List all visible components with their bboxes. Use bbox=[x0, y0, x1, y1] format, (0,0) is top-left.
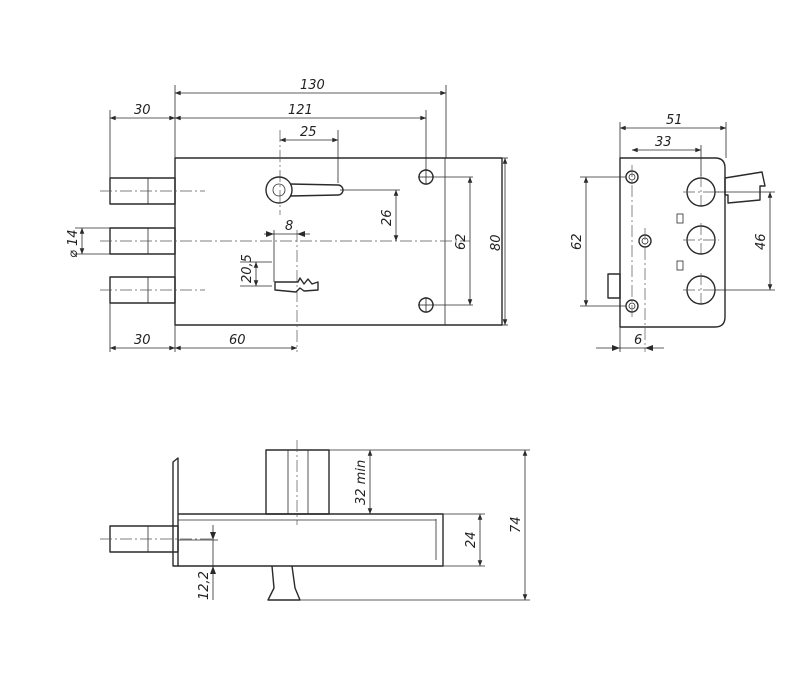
bolt-hole-1 bbox=[683, 175, 719, 209]
dim-text-30-bottom: 30 bbox=[134, 333, 151, 348]
dim-text-30-top: 30 bbox=[134, 103, 151, 118]
dim-text-121: 121 bbox=[288, 103, 313, 118]
cylinder-body bbox=[265, 440, 330, 525]
dim-text-62: 62 bbox=[454, 233, 469, 250]
dim-text-8: 8 bbox=[285, 219, 293, 234]
faceplate-outline bbox=[619, 157, 726, 328]
dim-text-130: 130 bbox=[300, 78, 325, 93]
bottom-view: 32 min 24 74 12,2 bbox=[100, 440, 530, 601]
key-slot bbox=[274, 277, 319, 293]
side-tab bbox=[607, 273, 621, 299]
dim-text-25: 25 bbox=[300, 125, 317, 140]
front-view: 130 121 30 25 26 8 20,5 ⌀ 14 62 80 30 60 bbox=[66, 78, 508, 352]
dim-text-60: 60 bbox=[229, 333, 246, 348]
dim-text-6: 6 bbox=[634, 333, 642, 348]
latch bbox=[724, 171, 766, 204]
dim-text-side-62: 62 bbox=[570, 233, 585, 250]
dim-text-20-5: 20,5 bbox=[240, 254, 255, 283]
slot-upper bbox=[676, 213, 684, 224]
dim-text-diameter-14: ⌀ 14 bbox=[66, 229, 81, 258]
lever-profile bbox=[267, 565, 301, 601]
mounting-hole-bottom bbox=[418, 297, 434, 313]
keyhole bbox=[265, 176, 344, 204]
bolt-hole-2 bbox=[683, 223, 719, 257]
slot-lower bbox=[676, 260, 684, 271]
dim-text-24: 24 bbox=[464, 531, 479, 548]
side-view: 51 33 62 46 6 bbox=[570, 113, 775, 352]
dim-text-80: 80 bbox=[489, 234, 504, 251]
dim-text-32-min: 32 min bbox=[354, 460, 369, 505]
dim-text-26: 26 bbox=[380, 209, 395, 226]
dim-text-51: 51 bbox=[666, 113, 683, 128]
dim-text-12-2: 12,2 bbox=[197, 571, 212, 600]
dim-text-46: 46 bbox=[754, 233, 769, 250]
dim-text-74: 74 bbox=[509, 516, 524, 533]
bolt-hole-3 bbox=[683, 273, 719, 307]
dim-text-33: 33 bbox=[655, 135, 672, 150]
faceplate-profile bbox=[172, 457, 179, 567]
lock-case-outline bbox=[174, 157, 503, 326]
mounting-hole-top bbox=[418, 169, 434, 185]
